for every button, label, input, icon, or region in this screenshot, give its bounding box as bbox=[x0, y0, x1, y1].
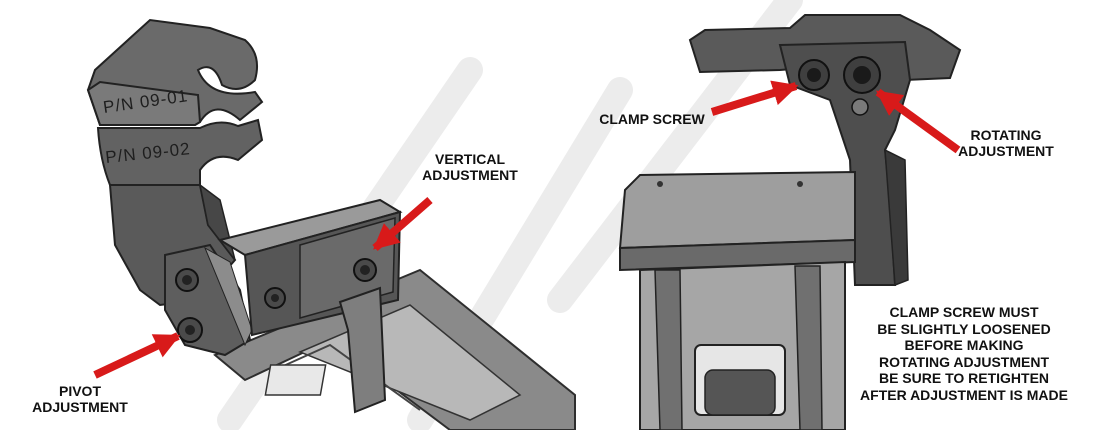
pivot-adjustment-screw bbox=[177, 317, 203, 343]
tray-window bbox=[264, 364, 327, 396]
clamp-jaw-upper-front bbox=[86, 80, 202, 126]
rotating-adjustment-line-2: ADJUSTMENT bbox=[958, 143, 1054, 159]
lever-rail-left bbox=[654, 269, 683, 431]
slide-screw bbox=[264, 287, 286, 309]
vertical-adjustment-line-2: ADJUSTMENT bbox=[422, 167, 518, 183]
clamp-screw-text: CLAMP SCREW bbox=[599, 111, 705, 127]
note-line: BE SLIGHTLY LOOSENED bbox=[877, 320, 1051, 337]
pivot-adjustment-line-2: ADJUSTMENT bbox=[32, 399, 128, 415]
pivot-screw-upper bbox=[175, 268, 199, 292]
note-line: BEFORE MAKING bbox=[904, 337, 1024, 353]
clamp-screw bbox=[798, 59, 830, 91]
tray-bevel bbox=[619, 238, 856, 272]
arrow-icon bbox=[875, 88, 961, 154]
instruction-note: CLAMP SCREW MUST BE SLIGHTLY LOOSENED BE… bbox=[844, 304, 1084, 403]
clamp-screw-label: CLAMP SCREW bbox=[584, 111, 720, 127]
arrow-icon bbox=[93, 332, 181, 379]
clamp-jaw-lower bbox=[96, 118, 264, 186]
note-line: CLAMP SCREW MUST bbox=[889, 304, 1039, 320]
arrow-icon bbox=[710, 80, 799, 116]
vertical-adjustment-screw bbox=[353, 258, 377, 282]
rotating-adjustment-line-1: ROTATING bbox=[970, 127, 1042, 143]
vertical-adjustment-label: VERTICAL ADJUSTMENT bbox=[400, 151, 540, 183]
tray-top bbox=[618, 170, 856, 250]
lever-rail-right bbox=[794, 265, 823, 431]
rotating-adjustment-label: ROTATING ADJUSTMENT bbox=[936, 127, 1076, 159]
pivot-adjustment-label: PIVOT ADJUSTMENT bbox=[20, 383, 140, 415]
note-line: AFTER ADJUSTMENT IS MADE bbox=[860, 386, 1068, 403]
lever-tab bbox=[704, 369, 776, 416]
left-assembly: P/N 09-01 P/N 09-02 bbox=[86, 18, 576, 431]
pivot-adjustment-line-1: PIVOT bbox=[58, 383, 101, 399]
tray-rib bbox=[269, 343, 421, 411]
lever-plate bbox=[338, 286, 387, 414]
rotating-bracket-edge bbox=[884, 148, 909, 287]
note-line: ROTATING ADJUSTMENT bbox=[878, 353, 1050, 370]
bracket-pin bbox=[851, 98, 869, 116]
vertical-adjustment-line-1: VERTICAL bbox=[435, 151, 505, 167]
arrows bbox=[93, 80, 961, 379]
arrow-icon bbox=[372, 196, 433, 252]
rotating-adjustment-screw bbox=[843, 56, 881, 94]
note-line: BE SURE TO RETIGHTEN bbox=[878, 370, 1050, 386]
